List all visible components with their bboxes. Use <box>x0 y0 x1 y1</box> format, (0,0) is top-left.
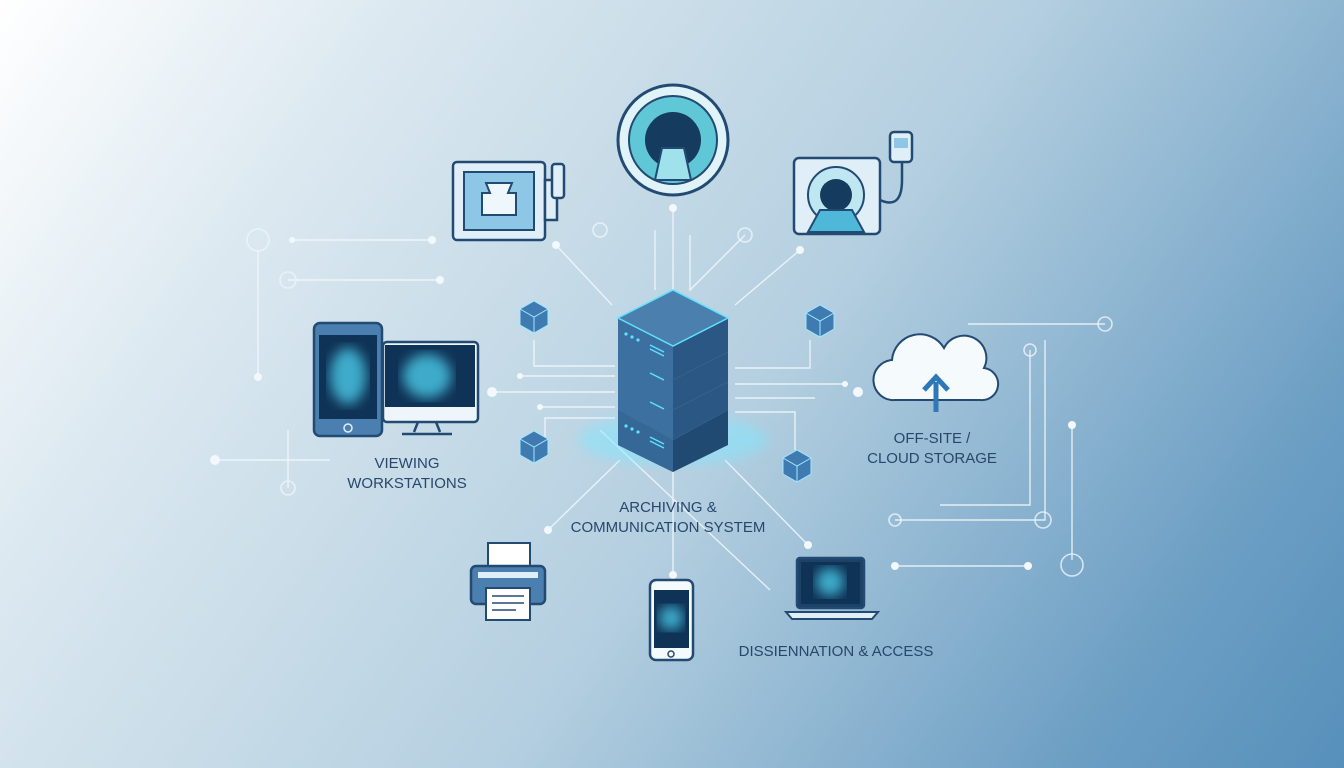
cloud-label-line2: CLOUD STORAGE <box>867 450 997 467</box>
data-cube-icon <box>519 300 835 483</box>
cloud-upload-icon <box>872 333 1000 412</box>
viewing-label-line1: VIEWING <box>374 455 439 472</box>
cloud-label-line1: OFF-SITE / <box>894 430 971 447</box>
mri-scanner-icon <box>616 83 730 197</box>
laptop-icon <box>783 556 881 620</box>
server-stack-icon <box>578 289 768 472</box>
dissemination-label: DISSIENNATION & ACCESS <box>739 643 934 660</box>
monitor-icon <box>381 340 480 436</box>
ct-scanner-icon <box>792 130 914 236</box>
connection-lines <box>210 204 1113 591</box>
printer-icon <box>469 542 547 621</box>
xray-machine-icon <box>451 160 566 242</box>
smartphone-icon <box>648 578 695 662</box>
tablet-icon <box>312 321 384 438</box>
viewing-label-line2: WORKSTATIONS <box>347 475 466 492</box>
archive-label-line2: COMMUNICATION SYSTEM <box>571 519 766 536</box>
archive-label-line1: ARCHIVING & <box>619 499 717 516</box>
